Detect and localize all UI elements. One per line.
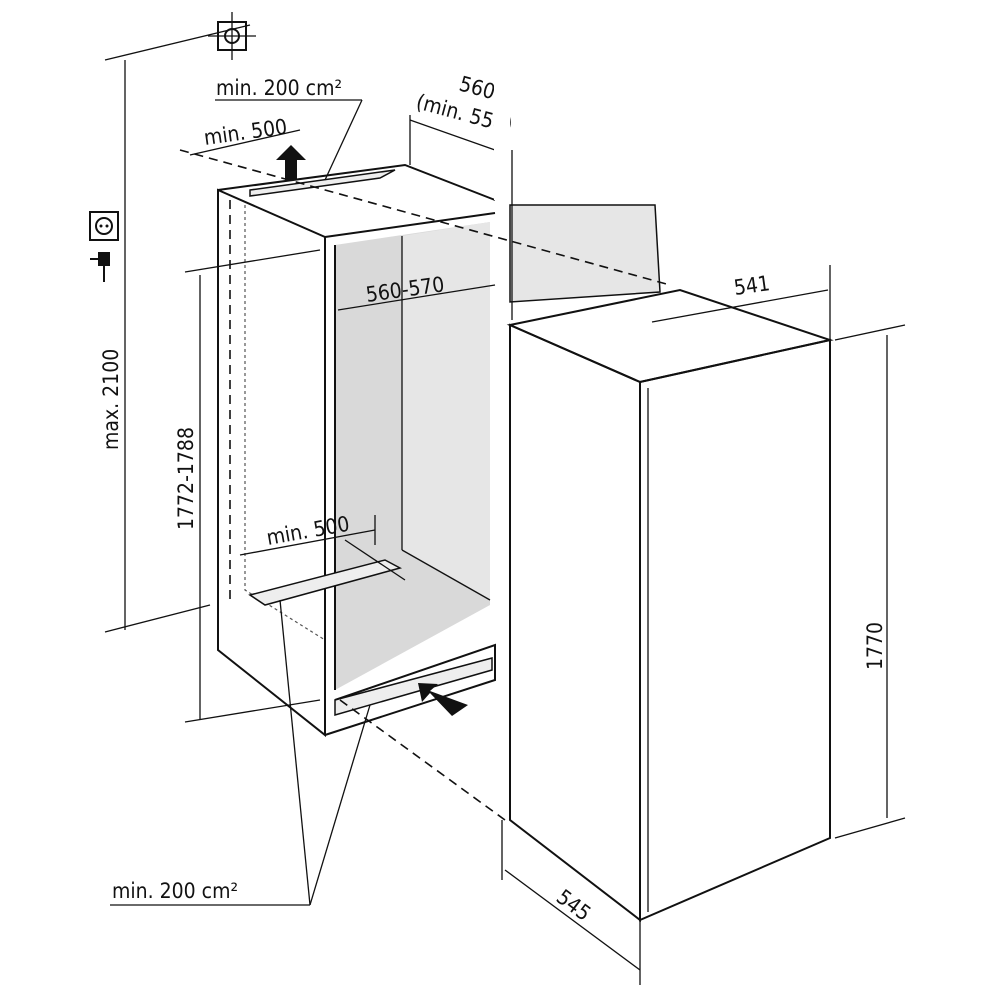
niche-front-bottom: [324, 643, 496, 736]
depth-guide: [179, 149, 671, 286]
top-vent: [249, 169, 396, 197]
appliance-depth-label: 545: [552, 885, 595, 926]
dimension-max-height: max. 2100: [99, 24, 251, 633]
appliance-top: [506, 288, 834, 384]
niche-top: [217, 163, 496, 201]
bottom-vent-rear: [248, 559, 403, 606]
niche-hidden-edges-2: [244, 205, 326, 641]
dimension-appliance-depth: 545: [501, 820, 641, 985]
niche-depth-label: 560: [457, 72, 498, 105]
max-height-label: max. 2100: [99, 349, 123, 450]
appliance-width-label: 541: [732, 271, 771, 300]
appliance-side: [509, 323, 641, 923]
niche-front-top: [324, 212, 496, 238]
depth-guide-2: [339, 699, 506, 821]
appliance-door-open: [509, 204, 661, 303]
air-in-arrow-icon: [418, 683, 468, 716]
dimension-top-vent: min. 200 cm²: [215, 76, 363, 181]
niche-left-panel: [217, 188, 326, 738]
power-plug-icon: [90, 252, 110, 282]
air-out-arrow-icon: [276, 145, 306, 180]
power-socket-icon: [89, 211, 119, 241]
top-vent-label: min. 200 cm²: [216, 76, 342, 100]
dimension-niche-height: 1772-1788: [174, 249, 321, 723]
dimension-top-clearance: min. 500: [189, 115, 301, 156]
appliance-front: [639, 338, 831, 922]
niche-height-label: 1772-1788: [174, 427, 198, 530]
bottom-vent-label: min. 200 cm²: [112, 879, 238, 903]
niche-floor-edge: [401, 549, 491, 601]
appliance-height-label: 1770: [863, 622, 887, 670]
dimension-bottom-vent: min. 200 cm²: [110, 599, 371, 906]
dimension-appliance-height: 1770: [834, 324, 906, 839]
ceiling-mount-symbol-icon: [208, 12, 256, 60]
bottom-vent-front: [334, 657, 493, 716]
top-clearance-label: min. 500: [202, 115, 288, 150]
niche-back-wall: [402, 222, 490, 600]
dimension-appliance-width: 541: [651, 265, 831, 340]
